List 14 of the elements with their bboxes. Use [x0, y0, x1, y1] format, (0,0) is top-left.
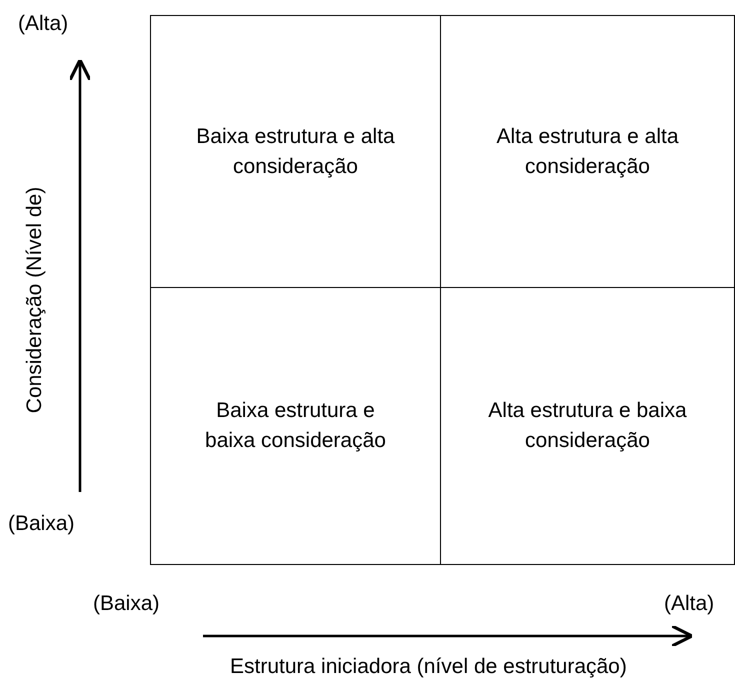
- matrix-quadrant: [440, 15, 735, 288]
- axis-end-label: (Alta): [664, 592, 714, 616]
- quadrant-text: Baixa estrutura e alta consideração: [196, 124, 396, 180]
- axis-title: Estrutura iniciadora (nível de estruturação): [230, 655, 627, 679]
- axis-end-label: (Baixa): [8, 512, 75, 536]
- axis-title: Consideração (Nível de): [23, 186, 48, 414]
- axis-end-label: (Baixa): [93, 592, 160, 616]
- matrix-quadrant: [150, 287, 441, 565]
- matrix-quadrant: [150, 15, 441, 288]
- quadrant-text: Alta estrutura e alta consideração: [495, 124, 680, 180]
- quadrant-text: Baixa estrutura e baixa consideração: [204, 398, 387, 454]
- axis-end-label: (Alta): [18, 12, 68, 36]
- quadrant-text: Alta estrutura e baixa consideração: [488, 398, 688, 454]
- matrix-quadrant: [440, 287, 735, 565]
